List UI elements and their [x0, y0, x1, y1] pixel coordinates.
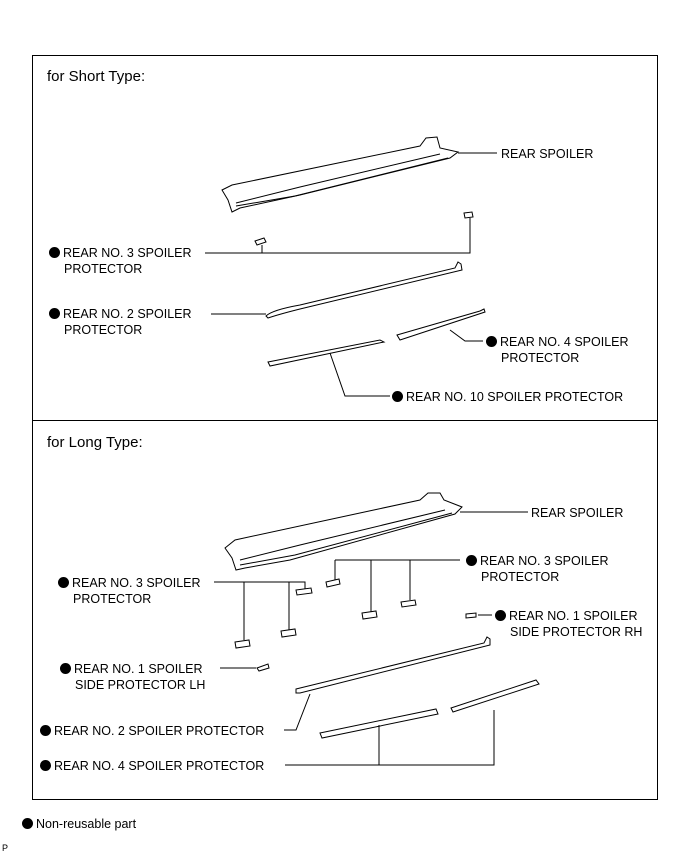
non-reusable-marker: [486, 336, 497, 347]
long-rear-spoiler-label: REAR SPOILER: [531, 506, 624, 520]
long-no2-protector: [295, 636, 491, 694]
long-no3-clip-r2: [361, 610, 378, 620]
non-reusable-marker: [392, 391, 403, 402]
non-reusable-marker: [58, 577, 69, 588]
legend: Non-reusable part: [22, 817, 136, 831]
short-no3-leader: [205, 218, 471, 254]
non-reusable-marker: [40, 760, 51, 771]
long-no1-rh-label: REAR NO. 1 SPOILER SIDE PROTECTOR RH: [495, 608, 642, 640]
long-no3-clip-l3: [280, 628, 297, 638]
long-no3-clip-r3: [400, 599, 417, 608]
short-no4-leader: [449, 329, 483, 342]
short-no10-protector: [267, 339, 386, 367]
long-no3-clip-r1: [325, 578, 341, 588]
short-type-title: for Short Type:: [47, 68, 146, 85]
long-type-title: for Long Type:: [47, 434, 143, 451]
short-rear-spoiler-label: REAR SPOILER: [501, 147, 594, 161]
long-rear-spoiler: [224, 492, 463, 571]
non-reusable-marker: [40, 725, 51, 736]
short-no3-label: REAR NO. 3 SPOILER PROTECTOR: [49, 245, 192, 277]
long-type-panel: [32, 420, 658, 800]
long-no4-leader: [285, 710, 495, 766]
short-no10-label: REAR NO. 10 SPOILER PROTECTOR: [392, 389, 623, 405]
non-reusable-marker: [60, 663, 71, 674]
long-no4-label: REAR NO. 4 SPOILER PROTECTOR: [40, 758, 264, 774]
long-no2-label: REAR NO. 2 SPOILER PROTECTOR: [40, 723, 264, 739]
short-no4-label: REAR NO. 4 SPOILER PROTECTOR: [486, 334, 629, 366]
short-no3-clip-left: [254, 237, 267, 246]
short-no3-clip-right: [463, 211, 474, 219]
short-no4-protector: [396, 308, 486, 341]
non-reusable-marker: [466, 555, 477, 566]
long-no4-protector-b: [450, 679, 540, 713]
long-no4-protector-a: [319, 708, 439, 739]
short-no10-leader: [329, 352, 390, 397]
long-no3-right-label: REAR NO. 3 SPOILER PROTECTOR: [466, 553, 609, 585]
long-no1-lh-clip: [256, 663, 270, 672]
long-no1-lh-label: REAR NO. 1 SPOILER SIDE PROTECTOR LH: [60, 661, 205, 693]
long-no3-left-label: REAR NO. 3 SPOILER PROTECTOR: [58, 575, 201, 607]
non-reusable-marker: [495, 610, 506, 621]
short-no2-protector: [265, 261, 463, 319]
non-reusable-legend-icon: [22, 818, 33, 829]
short-no2-label: REAR NO. 2 SPOILER PROTECTOR: [49, 306, 192, 338]
long-no3-clip-l1: [295, 587, 313, 596]
non-reusable-marker: [49, 308, 60, 319]
long-no2-leader: [284, 693, 311, 731]
long-no1-rh-clip: [465, 612, 477, 619]
corner-mark: P: [2, 843, 9, 853]
non-reusable-marker: [49, 247, 60, 258]
short-rear-spoiler: [221, 136, 460, 213]
long-no3-clip-l2: [234, 639, 251, 649]
